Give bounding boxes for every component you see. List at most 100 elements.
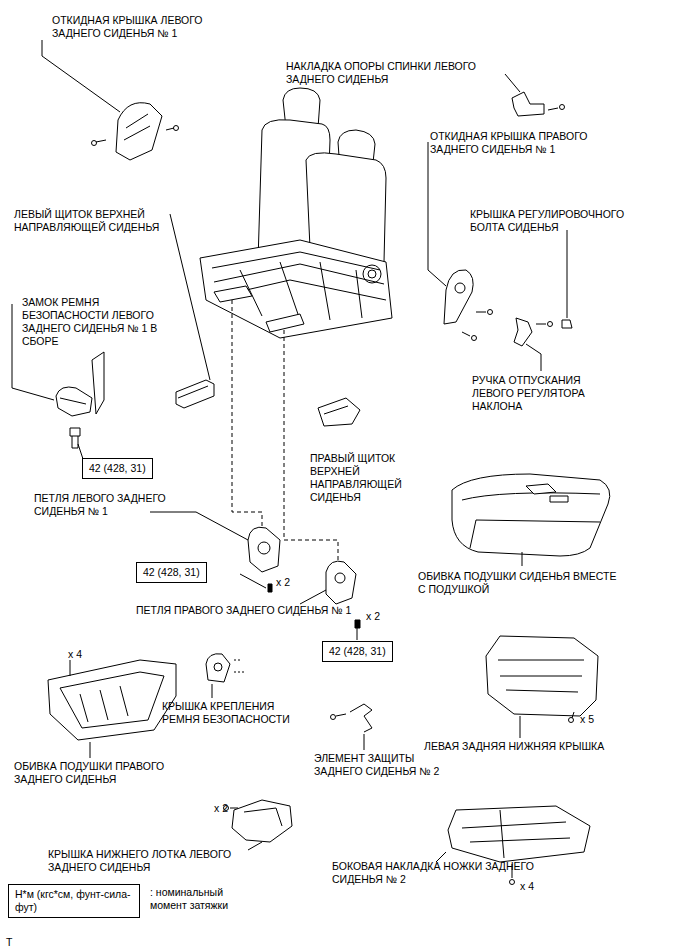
seat-assembly <box>200 88 392 338</box>
illustration-line <box>510 880 515 885</box>
illustration-line <box>240 574 266 588</box>
side-cover <box>436 806 590 885</box>
quantity-callout: x 5 <box>580 713 610 726</box>
quantity-callout: x 4 <box>68 648 98 661</box>
illustration-line <box>60 398 86 404</box>
illustration-line <box>92 352 104 414</box>
part-name: ЛЕВАЯ ЗАДНЯЯ НИЖНЯЯ КРЫШКА <box>424 740 654 753</box>
illustration-line <box>48 660 176 740</box>
part-name: ЗАМОК РЕМНЯ БЕЗОПАСНОСТИ ЛЕВОГО ЗАДНЕГО … <box>22 296 187 348</box>
part-name: ПЕТЛЯ ЛЕВОГО ЗАДНЕГО СИДЕНЬЯ № 1 <box>34 492 174 518</box>
node-text: 42 (428, 31) <box>329 645 386 658</box>
illustration-line <box>240 262 362 320</box>
illustration-line <box>452 474 610 556</box>
quantity-callout: T <box>6 936 26 949</box>
illustration-line <box>526 344 541 371</box>
part-name: ОТКИДНАЯ КРЫШКА ПРАВОГО ЗАДНЕГО СИДЕНЬЯ … <box>430 130 620 156</box>
node-text: 42 (428, 31) <box>143 566 200 579</box>
illustration-line <box>455 283 465 293</box>
illustration-line <box>520 716 521 738</box>
support-cover <box>505 74 565 116</box>
illustration-line <box>248 527 280 572</box>
illustration-line <box>326 561 356 604</box>
recliner-cover-left <box>42 40 179 160</box>
illustration-line <box>116 103 162 160</box>
illustration-line <box>248 842 262 850</box>
illustration-line <box>522 552 523 566</box>
illustration-line <box>318 398 360 426</box>
illustration-line <box>488 310 493 315</box>
part-name: ОТКИДНАЯ КРЫШКА ЛЕВОГО ЗАДНЕГО СИДЕНЬЯ №… <box>52 14 227 40</box>
illustration-line <box>331 715 336 720</box>
illustration-line <box>268 584 272 592</box>
illustration-line <box>560 105 565 110</box>
part-name: ЛЕВЫЙ ЩИТОК ВЕРХНЕЙ НАПРАВЛЯЮЩЕЙ СИДЕНЬЯ <box>14 208 179 234</box>
illustration-line <box>364 734 365 750</box>
quantity-callout: x 2 <box>366 610 396 623</box>
guide-line <box>284 330 338 560</box>
illustration-line <box>80 686 128 722</box>
part-name: РУЧКА ОТПУСКАНИЯ ЛЕВОГО РЕГУЛЯТОРА НАКЛО… <box>472 374 622 413</box>
belt-anchor-cover <box>206 654 244 698</box>
part-name: КРЫШКА РЕГУЛИРОВОЧНОГО БОЛТА СИДЕНЬЯ <box>470 208 645 234</box>
illustration-line <box>206 654 230 682</box>
illustration-line <box>212 684 213 698</box>
quantity-callout: x 2 <box>276 576 306 589</box>
quantity-callout: x 2 <box>214 802 244 815</box>
part-name: ОБИВКА ПОДУШКИ СИДЕНЬЯ ВМЕСТЕ С ПОДУШКОЙ <box>418 570 618 596</box>
torque-box: 42 (428, 31) <box>136 562 207 583</box>
illustration-line <box>444 270 473 324</box>
illustration-line <box>368 270 376 278</box>
illustration-line <box>42 40 120 112</box>
part-name: КРЫШКА НИЖНЕГО ЛОТКА ЛЕВОГО ЗАДНЕГО СИДЕ… <box>48 848 278 874</box>
part-name: ПРАВЫЙ ЩИТОК ВЕРХНЕЙ НАПРАВЛЯЮЩЕЙ СИДЕНЬ… <box>310 452 430 504</box>
illustration-line <box>486 636 598 716</box>
protector <box>331 704 373 750</box>
illustration-line <box>448 806 590 862</box>
illustration-line <box>70 660 71 676</box>
illustration-line <box>90 742 91 758</box>
illustration-line <box>300 590 326 604</box>
illustration-line <box>505 74 520 92</box>
seat-cushion <box>452 474 610 566</box>
illustration-line <box>336 714 346 716</box>
illustration-line <box>548 108 558 110</box>
torque-box: 42 (428, 31) <box>322 641 393 662</box>
illustration-line <box>562 320 572 328</box>
illustration-line <box>569 718 574 723</box>
illustration-line <box>462 312 486 336</box>
illustration-line <box>462 810 570 858</box>
illustration-line <box>200 240 392 338</box>
rail-guard-right <box>318 398 360 426</box>
part-name: ПЕТЛЯ ПРАВОГО ЗАДНЕГО СИДЕНЬЯ № 1 <box>136 604 396 617</box>
illustration-line <box>335 573 345 583</box>
illustration-line <box>428 142 446 286</box>
illustration-line <box>357 628 358 640</box>
illustration-line <box>174 126 179 131</box>
part-name: ОБИВКА ПОДУШКИ ПРАВОГО ЗАДНЕГО СИДЕНЬЯ <box>14 760 214 786</box>
part-name: НАКЛАДКА ОПОРЫ СПИНКИ ЛЕВОГО ЗАДНЕГО СИД… <box>286 60 491 86</box>
rail-guard-left <box>170 214 214 408</box>
cushion-tray <box>48 660 176 758</box>
illustration-line <box>350 704 372 732</box>
illustration-line <box>214 663 222 671</box>
illustration-line <box>536 324 546 325</box>
illustration-line <box>124 114 150 140</box>
node-text: 42 (428, 31) <box>89 462 146 475</box>
illustration-line <box>498 660 584 692</box>
illustration-line <box>462 493 600 548</box>
illustration-line <box>56 387 92 416</box>
part-name: ЭЛЕМЕНТ ЗАЩИТЫ ЗАДНЕГО СИДЕНЬЯ № 2 <box>314 752 464 778</box>
part-name: КРЫШКА КРЕПЛЕНИЯ РЕМНЯ БЕЗОПАСНОСТИ <box>162 700 292 726</box>
node-text: Н*м (кгс*см, фунт-сила-фут) <box>15 888 133 914</box>
illustration-line <box>214 286 304 332</box>
illustration-line <box>355 620 360 628</box>
illustration-line <box>230 808 238 809</box>
legend-text: : номинальный момент затяжки <box>150 886 250 912</box>
illustration-line <box>324 406 348 414</box>
illustration-line <box>150 512 248 540</box>
torque-box: 42 (428, 31) <box>82 458 153 479</box>
quantity-callout: x 4 <box>520 880 550 893</box>
illustration-line <box>572 712 574 718</box>
illustration-line <box>567 230 568 318</box>
